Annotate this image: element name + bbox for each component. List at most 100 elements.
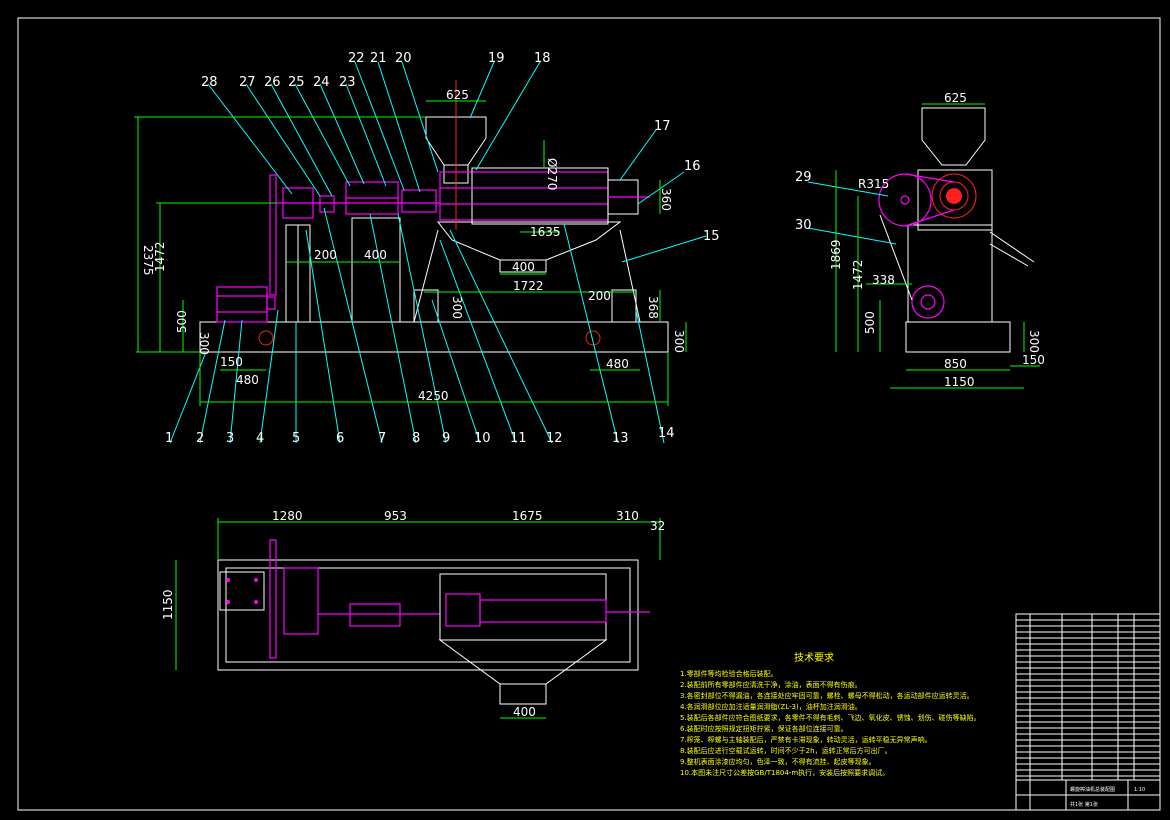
tech-req-line: 7.榨笼、榨螺与主轴装配后，严禁有卡滞现象，转动灵活，运转平稳无异常声响。 — [680, 735, 932, 744]
dim-text: 150 — [220, 355, 243, 369]
top-dimension-lines — [175, 518, 661, 719]
bom-table — [1015, 613, 1161, 811]
dim-text: 200 — [314, 248, 337, 262]
dim-text: 200 — [588, 289, 611, 303]
front-bottom-leaders — [169, 207, 665, 444]
part-number: 9 — [442, 431, 450, 446]
part-number: 24 — [313, 75, 330, 90]
dim-text: 480 — [606, 357, 629, 371]
side-frame — [907, 224, 993, 323]
top-press-barrel — [479, 599, 607, 623]
front-base — [199, 321, 669, 353]
front-base-hole-right — [585, 330, 601, 346]
part-number: 13 — [612, 431, 629, 446]
front-motor — [216, 286, 268, 323]
tech-req-line: 9.整机表面涂漆应均匀，色泽一致，不得有流挂、起皮等现象。 — [680, 757, 876, 766]
part-number: 21 — [370, 51, 387, 66]
part-number: 29 — [795, 170, 812, 185]
dim-text: 338 — [872, 273, 895, 287]
dim-text: 300 — [450, 296, 464, 319]
top-barrel-frame — [439, 573, 607, 641]
side-motor — [911, 285, 945, 319]
side-view: 29 30 625 R315 1869 1472 338 500 300 850… — [795, 91, 1045, 389]
dim-text: 625 — [944, 91, 967, 105]
tech-req-line: 1.零部件等均检验合格后装配。 — [680, 669, 778, 678]
part-number: 22 — [348, 51, 365, 66]
dim-text: 1675 — [512, 509, 543, 523]
dim-text: 1150 — [944, 375, 975, 389]
part-number: 14 — [658, 426, 675, 441]
part-number: 18 — [534, 51, 551, 66]
front-view: 28 27 26 25 24 23 22 21 20 19 18 17 16 1… — [134, 51, 720, 446]
part-number: 6 — [336, 431, 344, 446]
dim-text: Ø270 — [545, 158, 559, 190]
dim-text: 400 — [513, 705, 536, 719]
drawing-sheet: 共1张 第1张 — [1070, 801, 1098, 808]
drawing-scale: 1:10 — [1134, 787, 1145, 793]
dim-text: 368 — [646, 296, 660, 319]
part-number: 12 — [546, 431, 563, 446]
part-number: 30 — [795, 218, 812, 233]
top-motor — [219, 571, 265, 611]
title-block: 螺旋榨油机总装配图 1:10 共1张 第1张 — [1015, 613, 1161, 811]
top-gearbox — [283, 567, 319, 635]
top-bearing-housing — [349, 603, 401, 627]
front-base-hole-left — [258, 330, 274, 346]
dim-text: 400 — [364, 248, 387, 262]
side-barrel-section — [931, 173, 977, 219]
top-view: 1280 953 1675 310 32 1150 400 — [161, 509, 665, 719]
front-top-part-numbers: 28 27 26 25 24 23 22 21 20 19 18 17 16 1… — [201, 51, 720, 244]
dim-text: 500 — [863, 311, 877, 334]
top-dimension-texts: 1280 953 1675 310 32 1150 400 — [161, 509, 665, 719]
part-number: 1 — [165, 431, 173, 446]
part-number: 20 — [395, 51, 412, 66]
dim-text: 1869 — [829, 239, 843, 270]
side-hopper — [921, 107, 986, 166]
technical-requirements: 技术要求 1.零部件等均检验合格后装配。 2.装配前所有零部件应清洗干净，涂油，… — [680, 651, 981, 777]
part-number: 26 — [264, 75, 281, 90]
top-base-frame — [217, 559, 639, 671]
dim-text: 2375 — [141, 245, 155, 276]
top-handwheel — [269, 539, 277, 659]
dim-text: 1472 — [851, 259, 865, 290]
dim-text: 360 — [659, 188, 673, 211]
dim-text: 150 — [1022, 353, 1045, 367]
part-number: 10 — [474, 431, 491, 446]
dim-text: 480 — [236, 373, 259, 387]
part-number: 2 — [196, 431, 204, 446]
dim-text: R315 — [858, 177, 889, 191]
dim-text: 953 — [384, 509, 407, 523]
dim-text: 500 — [175, 310, 189, 333]
part-number: 16 — [684, 159, 701, 174]
dim-text: 400 — [512, 260, 535, 274]
part-number: 19 — [488, 51, 505, 66]
part-number: 15 — [703, 229, 720, 244]
side-dimension-lines — [835, 103, 1040, 389]
drawing-name: 螺旋榨油机总装配图 — [1070, 786, 1115, 793]
side-base — [905, 321, 1011, 353]
dim-text: 300 — [197, 332, 211, 355]
drawing-frame — [17, 17, 1161, 811]
tech-req-line: 10.本图未注尺寸公差按GB/T1804-m执行，安装后按照要求调试。 — [680, 768, 889, 777]
part-number: 17 — [654, 119, 671, 134]
dim-text: 625 — [446, 88, 469, 102]
front-handwheel — [269, 174, 277, 296]
dim-text: 300 — [672, 330, 686, 353]
side-dimension-texts: 625 R315 1869 1472 338 500 300 850 1150 … — [829, 91, 1045, 389]
front-dimension-texts: 625 Ø270 2375 1472 500 300 150 480 200 4… — [141, 88, 686, 403]
part-number: 11 — [510, 431, 527, 446]
part-number: 8 — [412, 431, 420, 446]
dim-text: 1150 — [161, 589, 175, 620]
tech-req-line: 6.装配时应按照规定扭矩拧紧，保证各部位连接可靠。 — [680, 724, 848, 733]
part-number: 27 — [239, 75, 256, 90]
side-leaders — [807, 181, 897, 245]
front-bearing-column — [351, 217, 401, 323]
side-part-numbers: 29 30 — [795, 170, 812, 233]
tech-req-line: 2.装配前所有零部件应清洗干净，涂油，表面不得有伤痕。 — [680, 680, 862, 689]
dim-text: 1472 — [153, 241, 167, 272]
dim-text: 4250 — [418, 389, 449, 403]
dim-text: 310 — [616, 509, 639, 523]
front-press-barrel — [439, 171, 609, 221]
part-number: 28 — [201, 75, 218, 90]
